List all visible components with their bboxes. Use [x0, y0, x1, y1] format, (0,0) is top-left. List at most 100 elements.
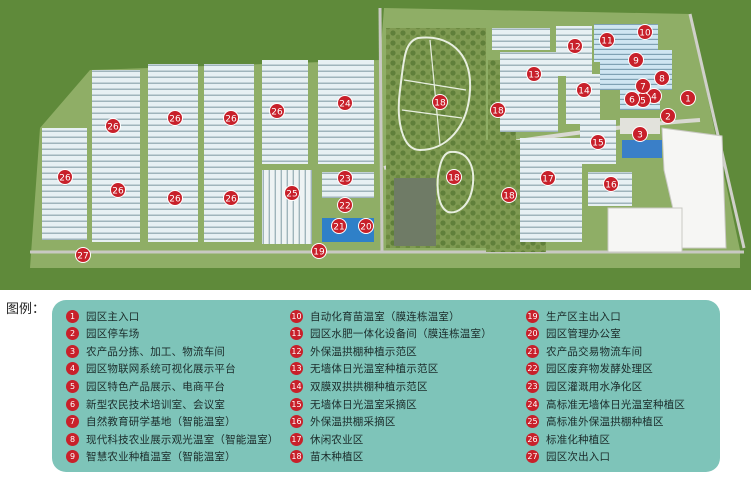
map-marker-number: 15	[592, 138, 603, 148]
map-marker-number: 18	[448, 173, 460, 183]
map-marker-circle	[432, 94, 448, 110]
map-marker: 8	[654, 70, 670, 86]
map-marker-circle	[599, 32, 615, 48]
map-marker: 26	[269, 103, 285, 119]
map-marker-number: 26	[169, 114, 181, 124]
map-marker: 2	[660, 108, 676, 124]
map-marker-number: 18	[492, 106, 504, 116]
map-marker-circle	[603, 176, 619, 192]
legend-number-marker: 13	[290, 362, 303, 376]
legend-number-marker: 6	[66, 397, 79, 411]
map-marker-number: 2	[665, 112, 671, 122]
map-marker: 7	[635, 78, 651, 94]
map-marker-circle	[654, 70, 670, 86]
legend-label: 标准化种植区	[546, 433, 611, 446]
map-marker: 6	[624, 91, 640, 107]
legend-label: 园区灌溉用水净化区	[546, 380, 643, 393]
map-marker-circle	[110, 182, 126, 198]
map-marker: 20	[358, 218, 374, 234]
legend-item: 13 无墙体日光温室种植示范区	[290, 361, 438, 377]
map-marker-circle	[331, 218, 347, 234]
legend-number-marker: 23	[526, 379, 539, 393]
legend-number-marker: 27	[526, 450, 539, 464]
map-marker-number: 26	[59, 173, 71, 183]
legend-number-marker: 16	[290, 415, 303, 429]
legend-number-marker: 9	[66, 450, 79, 464]
legend-number-marker: 22	[526, 362, 539, 376]
map-marker-number: 22	[339, 201, 350, 211]
map-marker-number: 20	[360, 222, 372, 232]
legend-label: 外保温拱棚种植示范区	[310, 345, 417, 358]
map-marker-number: 23	[339, 174, 350, 184]
legend-number-marker: 3	[66, 344, 79, 358]
legend-item: 3 农产品分拣、加工、物流车间	[66, 343, 225, 359]
map-marker: 26	[167, 190, 183, 206]
legend-item: 10 自动化育苗温室（膜连栋温室）	[290, 308, 460, 324]
map-marker-circle	[358, 218, 374, 234]
map-marker-circle	[540, 170, 556, 186]
map-marker: 18	[446, 169, 462, 185]
legend-number-marker: 10	[290, 309, 303, 323]
legend-label: 园区废弃物发酵处理区	[546, 363, 653, 376]
map-marker-number: 14	[578, 86, 590, 96]
map-marker-number: 11	[601, 36, 612, 46]
legend-label: 智慧农业种植温室（智能温室）	[86, 451, 236, 464]
legend-item: 7 自然教育研学基地（智能温室）	[66, 414, 236, 430]
legend-label: 自然教育研学基地（智能温室）	[86, 416, 236, 429]
legend-label: 无墙体日光温室种植示范区	[310, 363, 439, 376]
legend-label: 生产区主出入口	[546, 310, 621, 323]
map-marker-number: 16	[605, 180, 617, 190]
map-marker-number: 9	[633, 56, 639, 66]
map-marker-circle	[284, 185, 300, 201]
map-marker: 12	[567, 38, 583, 54]
map-marker-circle	[311, 243, 327, 259]
map-marker: 26	[223, 190, 239, 206]
legend-label: 农产品分拣、加工、物流车间	[86, 345, 226, 358]
map-marker: 13	[526, 66, 542, 82]
map-marker-number: 24	[339, 99, 351, 109]
map-markers: 1234567891011121314151617181818181920212…	[57, 24, 696, 263]
map-marker: 18	[501, 187, 517, 203]
legend-number-marker: 7	[66, 415, 79, 429]
map-marker: 17	[540, 170, 556, 186]
legend-number-marker: 2	[66, 327, 79, 341]
map-marker-circle	[501, 187, 517, 203]
map-marker: 18	[432, 94, 448, 110]
map-marker-circle	[167, 110, 183, 126]
legend-number-marker: 8	[66, 432, 79, 446]
map-marker-circle	[637, 24, 653, 40]
map-marker-number: 17	[542, 174, 553, 184]
legend-label: 双膜双拱拱棚种植示范区	[310, 380, 428, 393]
map-marker: 23	[337, 170, 353, 186]
map-marker-circle	[167, 190, 183, 206]
legend-number-marker: 21	[526, 344, 539, 358]
legend-number-marker: 17	[290, 432, 303, 446]
legend-number-marker: 15	[290, 397, 303, 411]
map-marker-number: 26	[271, 107, 283, 117]
legend-label: 自动化育苗温室（膜连栋温室）	[310, 310, 460, 323]
map-marker-circle	[223, 190, 239, 206]
map-marker-number: 7	[640, 82, 646, 92]
map-marker: 14	[576, 82, 592, 98]
legend-number-marker: 20	[526, 327, 539, 341]
legend-number-marker: 25	[526, 415, 539, 429]
map-marker-number: 21	[333, 222, 344, 232]
map-marker-number: 25	[286, 189, 297, 199]
map-marker: 9	[628, 52, 644, 68]
legend-item: 23 园区灌溉用水净化区	[526, 378, 642, 394]
map-marker-circle	[635, 78, 651, 94]
map-marker-number: 3	[637, 130, 643, 140]
map-marker-circle	[75, 247, 91, 263]
map-marker-number: 5	[640, 96, 646, 106]
